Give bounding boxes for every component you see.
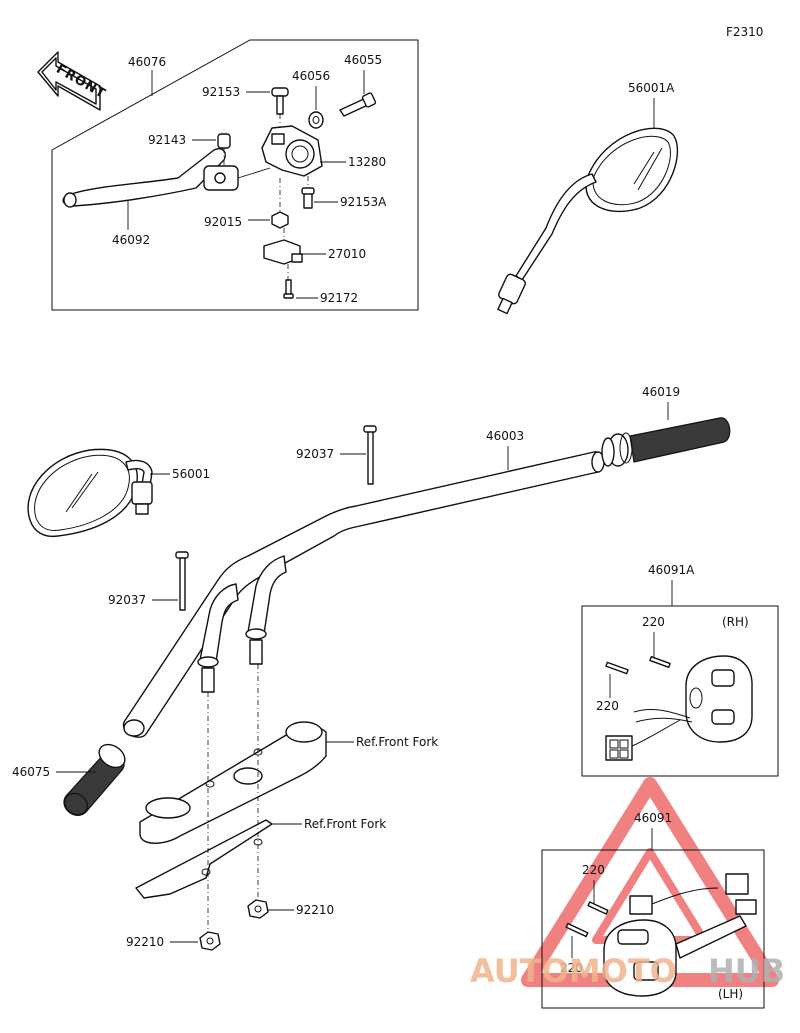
clutch-lever: [62, 148, 226, 208]
label-46091A: 46091A: [648, 563, 695, 577]
screw-220-rh-a: [649, 656, 671, 668]
label-lh: (LH): [718, 987, 743, 1001]
label-13280: 13280: [348, 155, 386, 169]
label-46092: 46092: [112, 233, 150, 247]
label-220-rh-b: 220: [596, 699, 619, 713]
lever-assembly-outline: [51, 39, 419, 311]
handlebar-46003: [122, 451, 605, 738]
washer-46056: [308, 111, 324, 129]
label-92210-right: 92210: [296, 903, 334, 917]
watermark-text: AUTOMOTO HUB: [470, 952, 785, 990]
clamp-92037-top: [363, 425, 377, 485]
mirror-left-56001: [27, 448, 153, 538]
label-220-lh-b: 220: [560, 961, 583, 975]
screw-220-lh-a: [587, 901, 609, 915]
label-92172: 92172: [320, 291, 358, 305]
mirror-right-56001A: [497, 127, 679, 315]
lh-switch-housing: [603, 873, 757, 997]
watermark-part1: AUTOMOTO: [470, 952, 677, 990]
label-92015: 92015: [204, 215, 242, 229]
nut-92015: [271, 211, 289, 229]
label-92143: 92143: [148, 133, 186, 147]
pivot-bolt-92153: [271, 87, 289, 115]
nut-92210-left: [199, 931, 221, 951]
rh-switch-housing: [605, 655, 753, 761]
label-46003: 46003: [486, 429, 524, 443]
label-220-lh-a: 220: [582, 863, 605, 877]
lever-pivot: [203, 165, 239, 191]
label-92037-left: 92037: [108, 593, 146, 607]
label-56001: 56001: [172, 467, 210, 481]
label-27010: 27010: [328, 247, 366, 261]
screw-92172: [283, 279, 294, 299]
label-92037-top: 92037: [296, 447, 334, 461]
screw-220-lh-b: [565, 922, 589, 938]
nut-92210-right: [247, 899, 269, 919]
label-46075: 46075: [12, 765, 50, 779]
label-46055: 46055: [344, 53, 382, 67]
switch-box-lh: [541, 849, 765, 1009]
screw-46055: [339, 92, 377, 117]
left-grip-46075: [63, 743, 126, 816]
label-46076: 46076: [128, 55, 166, 69]
label-92153A: 92153A: [340, 195, 387, 209]
lower-plate: [135, 819, 273, 899]
screw-92153A: [301, 187, 315, 209]
label-46056: 46056: [292, 69, 330, 83]
throttle-grip-46019: [601, 417, 731, 467]
figure-code: F2310: [726, 25, 763, 39]
upper-fork-bracket: [139, 721, 327, 844]
clamp-92037-left: [175, 551, 189, 611]
label-220-rh-a: 220: [642, 615, 665, 629]
label-46019: 46019: [642, 385, 680, 399]
screw-220-rh-b: [605, 661, 629, 675]
label-92153: 92153: [202, 85, 240, 99]
label-46091: 46091: [634, 811, 672, 825]
label-92210-left: 92210: [126, 935, 164, 949]
bushing-92143: [217, 133, 231, 149]
label-ref-fork-2: Ref.Front Fork: [304, 817, 386, 831]
label-rh: (RH): [722, 615, 749, 629]
label-56001A: 56001A: [628, 81, 675, 95]
switch-box-rh: [581, 605, 779, 777]
label-ref-fork-1: Ref.Front Fork: [356, 735, 438, 749]
switch-27010: [263, 239, 303, 265]
lever-holder-13280: [261, 125, 323, 177]
front-arrow-icon: FRONT: [37, 51, 108, 111]
watermark-part2: HUB: [708, 952, 785, 990]
